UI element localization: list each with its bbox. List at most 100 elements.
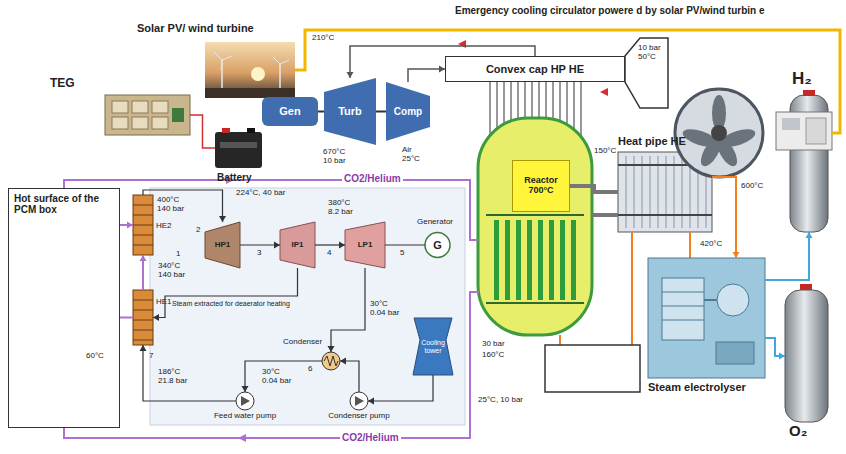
teg-image: [132, 117, 148, 129]
water-box: [545, 345, 640, 392]
annotation-label: 150°C: [594, 147, 616, 156]
electrolyser-image: [717, 284, 749, 316]
heat-exchanger-image: [133, 290, 153, 345]
connector: [140, 255, 147, 290]
node-label: Reactor 700°C: [515, 176, 567, 196]
annotation-label: CO2/Helium: [342, 173, 403, 184]
connector-line: [376, 111, 386, 113]
heat-exchanger-image: [133, 300, 153, 301]
gas-turbine-set: [262, 97, 318, 126]
node-body: Comp: [386, 82, 430, 141]
hp-heat-exchanger-cap: [625, 38, 668, 108]
node-label: Convex cap HP HE: [486, 63, 584, 75]
teg-image: [152, 101, 168, 113]
connector-line: [120, 317, 133, 319]
turbine-symbol: Turb: [324, 78, 376, 145]
condenser-and-pumps: [324, 356, 338, 366]
reactor-vessel: [571, 220, 576, 300]
gas-cylinders: [785, 290, 828, 422]
gas-cylinders: [803, 90, 815, 96]
node-heading: Solar PV/ wind turbine: [137, 22, 254, 34]
connector: [765, 338, 785, 360]
teg-module: TEG: [105, 95, 190, 135]
arrow-head: [242, 386, 249, 392]
node-heading: H₂: [792, 70, 812, 89]
pump-symbol: Condenser pump: [350, 392, 368, 410]
connector-line: [368, 375, 433, 401]
annotation-label: 380°C 8.2 bar: [328, 199, 358, 217]
gas-cylinder: O₂: [785, 290, 828, 422]
annotation-label: 10 bar 50°C: [638, 44, 664, 62]
connector: [328, 268, 366, 352]
connector: [385, 245, 425, 246]
node-heading: Heat pipe HE: [618, 135, 686, 147]
condenser-and-pumps: [355, 396, 364, 406]
node-heading: Condenser pump: [328, 412, 389, 421]
arrow-head: [140, 255, 147, 261]
pump-symbol: Feed water pump: [236, 392, 254, 410]
reactor-vessel: [505, 220, 510, 300]
connector-line: [340, 361, 359, 392]
node-label: Turb: [338, 105, 362, 117]
water-box: [545, 345, 640, 392]
solar-image: [251, 67, 265, 81]
teg-image: [112, 117, 128, 129]
teg-image: [112, 101, 128, 113]
arrow-head: [274, 242, 280, 249]
condenser-and-pumps: [241, 396, 250, 406]
annotation-label: 224°C, 40 bar: [236, 189, 285, 198]
connector-line: [295, 30, 840, 133]
orange-pipes: [559, 335, 561, 345]
heat-pipe-exchanger-image: [592, 213, 618, 217]
connector: [295, 30, 840, 133]
teg-image: [105, 95, 190, 135]
generator-box: Gen: [262, 97, 318, 126]
node-body: Reactor 700°C: [513, 161, 569, 211]
connector: [570, 186, 618, 192]
node-label: HP1: [215, 241, 231, 250]
teg-image: [172, 108, 184, 122]
reactor-core: Reactor 700°C: [512, 160, 570, 212]
annotation-label: 30 bar: [482, 340, 505, 349]
battery-image: [215, 132, 262, 168]
orange-pipes: [631, 232, 633, 345]
hp-heat-exchanger-cap: [458, 40, 466, 48]
electrolyser-image: [662, 306, 704, 307]
solar-image: [214, 52, 222, 60]
generator-symbol: GeneratorG: [425, 233, 450, 258]
heat-exchanger-image: [133, 215, 153, 216]
connector: [340, 358, 359, 393]
node-body: G: [425, 233, 450, 258]
electrolyser: Steam electrolyser: [648, 258, 765, 378]
gas-turbine-set: [386, 82, 430, 141]
solar-image: [222, 56, 232, 60]
co2-helium-loop: [64, 292, 479, 438]
reactor-vessel: [494, 220, 499, 300]
arrow-head: [153, 314, 159, 321]
rankine-panel: [150, 188, 465, 425]
cooling-fan: [776, 112, 832, 150]
heat-pipe-exchanger-image: [634, 156, 635, 228]
steam-turbines: [205, 222, 240, 268]
arrow-head: [219, 216, 226, 222]
cooling-fan: [711, 125, 727, 141]
cooling-fan: [675, 89, 763, 177]
node-heading: HE1: [156, 298, 172, 307]
heat-pipe-exchanger-image: [642, 156, 643, 228]
node-heading: HE2: [156, 222, 172, 231]
connector: [140, 345, 237, 401]
connector: [408, 66, 445, 83]
annotation-label: 6: [308, 365, 312, 374]
node-body: Gen: [262, 97, 318, 126]
connector: [765, 232, 813, 280]
arrow-head: [328, 346, 335, 352]
node-label: IP1: [291, 241, 303, 250]
co2-helium-loop: [64, 176, 479, 442]
node-body: LP1: [345, 222, 385, 268]
electrolyser-image: [662, 278, 704, 340]
electrolyser-image: [716, 342, 754, 364]
battery: Battery: [215, 128, 262, 168]
solar-image: [221, 60, 222, 70]
reactor-vessel: [516, 220, 521, 300]
arrow-head: [347, 72, 354, 78]
